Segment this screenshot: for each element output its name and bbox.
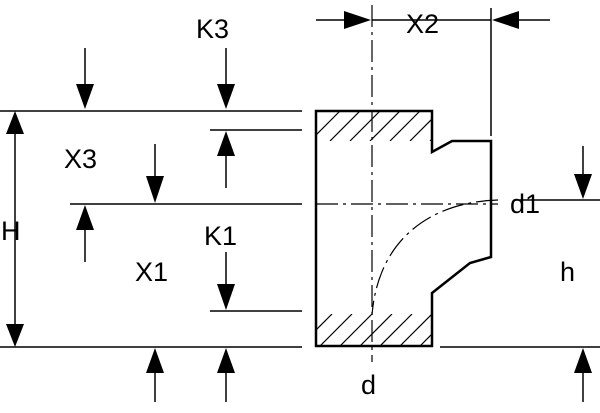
- bottom-left-up-arrowhead: [146, 348, 164, 373]
- label-h-lower: h: [560, 257, 575, 287]
- label-x2: X2: [406, 9, 439, 39]
- top-left-arrowhead: [76, 84, 94, 109]
- h-up-arrowhead: [574, 348, 592, 373]
- h-top-arrowhead: [6, 111, 24, 134]
- label-x3: X3: [64, 144, 97, 174]
- bend-center-arc: [371, 199, 499, 316]
- arrowheads: [6, 11, 592, 373]
- x2-left-arrowhead: [344, 11, 371, 29]
- bottom-mid-up-arrowhead: [217, 348, 235, 373]
- k3-arrowhead: [217, 84, 235, 109]
- h-bottom-arrowhead: [6, 324, 24, 347]
- center-lines: [316, 5, 499, 362]
- reference-lines: [0, 8, 600, 348]
- x2-right-arrowhead: [492, 11, 519, 29]
- dimension-labels: K3 X2 X3 H K1 X1 d1 h d: [1, 9, 575, 400]
- label-k1: K1: [204, 221, 237, 251]
- label-d1: d1: [510, 189, 540, 219]
- label-k3: K3: [196, 14, 229, 44]
- label-x1: X1: [135, 257, 168, 287]
- label-h-upper: H: [1, 216, 21, 246]
- fitting-body-outline: [314, 109, 493, 348]
- dimension-lines: [14, 19, 584, 402]
- k1-down-arrowhead: [217, 284, 235, 310]
- x3-down-arrowhead: [146, 176, 164, 203]
- x3-up-arrowhead: [217, 131, 235, 156]
- section-hatching: [316, 111, 432, 346]
- d1-down-arrowhead: [574, 174, 592, 199]
- x1-up-arrowhead: [76, 205, 94, 230]
- label-d: d: [361, 370, 376, 400]
